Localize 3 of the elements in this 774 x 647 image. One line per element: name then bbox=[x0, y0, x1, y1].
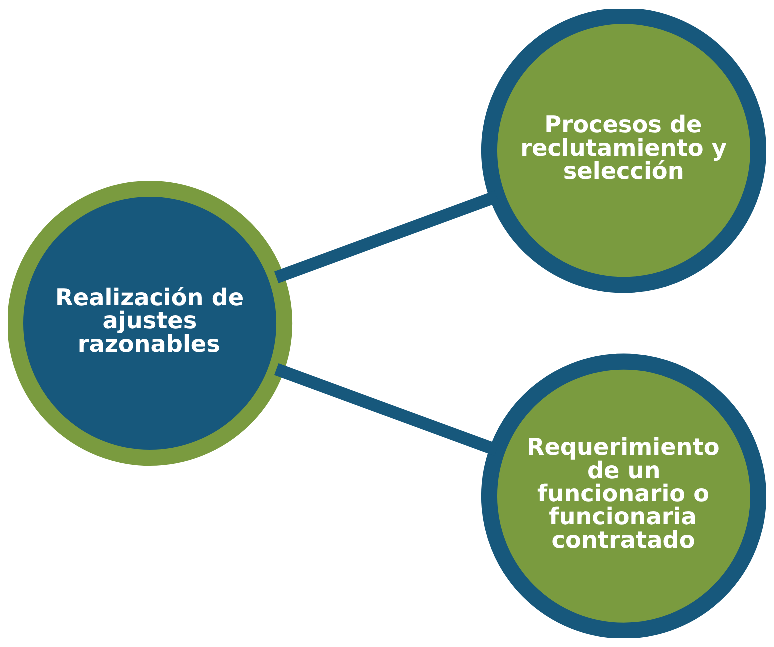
node-circle: Procesos de reclutamiento y selección bbox=[481, 9, 766, 294]
node-circle: Realización de ajustes razonables bbox=[8, 180, 293, 466]
node-circle: Requerimiento de un funcionario o funcionaria contratado bbox=[481, 354, 766, 638]
